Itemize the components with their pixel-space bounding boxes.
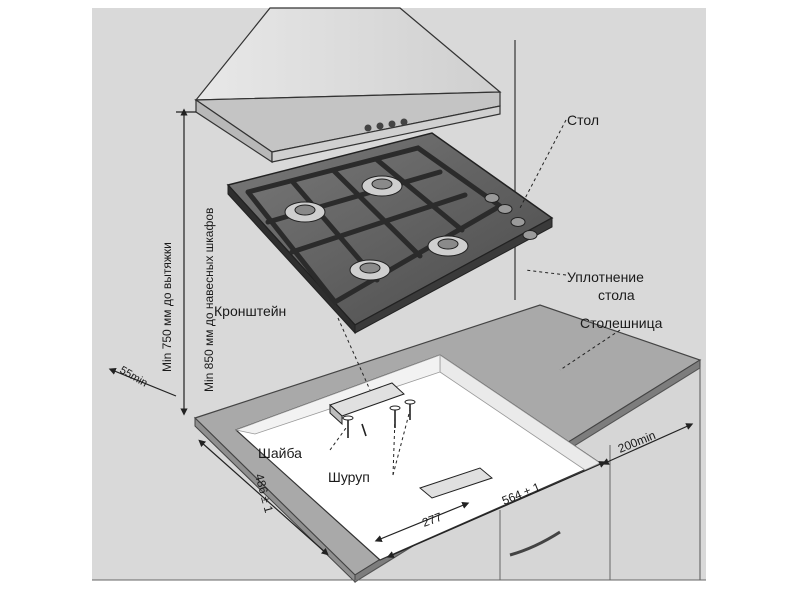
seal-label-line2: стола xyxy=(598,287,635,303)
washer-label: Шайба xyxy=(258,445,302,461)
screw-label: Шуруп xyxy=(328,469,370,485)
bracket-label: Кронштейн xyxy=(214,303,286,319)
screw-leader-2 xyxy=(392,409,411,476)
seal-label-line1: Уплотнение xyxy=(567,269,644,285)
washer-leader xyxy=(329,427,347,451)
burner-back-left xyxy=(284,201,326,223)
burner-back-right xyxy=(361,175,403,197)
side-gap-dimension-line xyxy=(601,423,694,465)
burner-front-right xyxy=(427,235,469,257)
control-knobs xyxy=(484,193,538,240)
kitchen-hood xyxy=(194,7,502,164)
hood-button-2 xyxy=(376,122,384,130)
hood-clearance-label: Min 750 мм до вытяжки xyxy=(160,242,174,372)
depth-dimension-line xyxy=(198,439,329,556)
table-leader xyxy=(519,119,567,209)
countertop-label: Столешница xyxy=(580,315,663,331)
burner-front-left xyxy=(349,259,391,281)
hood-button-3 xyxy=(388,120,396,128)
table-label: Стол xyxy=(567,112,599,128)
cabinet-clearance-label: Min 850 мм до навесных шкафов xyxy=(202,208,216,392)
hood-button-4 xyxy=(400,118,408,126)
gas-hob xyxy=(226,132,554,335)
bracket-leader xyxy=(337,317,371,391)
seal-leader xyxy=(524,269,567,276)
hood-button-1 xyxy=(364,124,372,132)
width-dimension-line xyxy=(386,461,607,558)
countertop-leader xyxy=(559,329,621,371)
back-gap-dimension-line xyxy=(108,368,177,397)
